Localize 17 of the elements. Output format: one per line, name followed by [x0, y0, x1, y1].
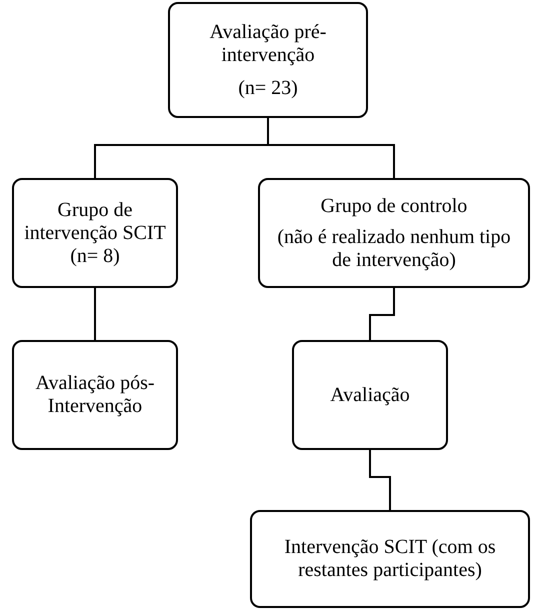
process-box [168, 2, 368, 118]
box-text: Intervenção SCIT (com os restantes participantes) [283, 536, 497, 582]
box-text: (n= 23) [238, 76, 298, 100]
connector-line [94, 288, 96, 340]
connector-line [369, 288, 395, 340]
process-box [258, 178, 530, 288]
box-text: Grupo de intervenção SCIT (n= 8) [23, 198, 167, 268]
box-text: Avaliação pós-Intervenção [34, 372, 156, 418]
process-box [250, 510, 530, 608]
box-text: (não é realizado nenhum tipo de intervenção) [276, 226, 512, 272]
process-box [12, 340, 178, 450]
box-text: Avaliação [330, 384, 410, 406]
connector-line [369, 450, 391, 510]
process-box [292, 340, 448, 450]
box-text: Grupo de controlo [320, 194, 468, 218]
box-text: Avaliação pré-intervenção [208, 20, 328, 66]
process-box [12, 178, 178, 288]
